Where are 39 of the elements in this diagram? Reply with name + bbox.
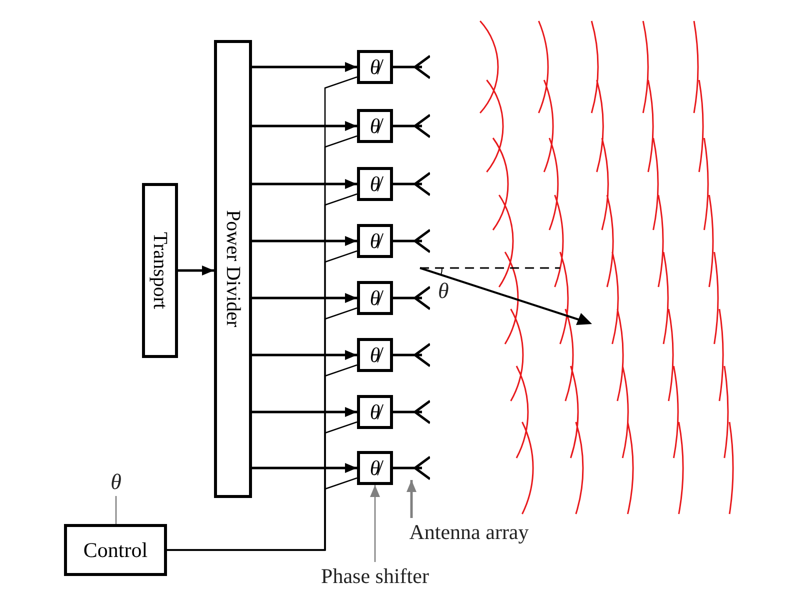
arrow bbox=[252, 407, 357, 417]
antenna-icon bbox=[393, 456, 430, 480]
angle-label: θ bbox=[438, 280, 449, 302]
block-box bbox=[214, 40, 252, 498]
arrow bbox=[252, 62, 357, 72]
phase-shifter-box bbox=[357, 50, 393, 84]
angle-symbol: θ bbox=[104, 468, 128, 496]
arrow bbox=[252, 121, 357, 131]
block-label: Control bbox=[83, 540, 148, 560]
antenna-icon bbox=[393, 172, 430, 196]
annotation-text: Antenna array bbox=[394, 518, 544, 546]
phase-shifter-box bbox=[357, 167, 393, 201]
antenna-icon bbox=[393, 55, 430, 79]
arrow bbox=[370, 485, 380, 562]
arrow bbox=[252, 463, 357, 473]
phase-shifter-box bbox=[357, 109, 393, 143]
arrow bbox=[406, 480, 416, 518]
block-label: Power Divider bbox=[223, 210, 243, 328]
phase-shifter-box bbox=[357, 395, 393, 429]
arrow bbox=[252, 179, 357, 189]
phase-shifter-box bbox=[357, 338, 393, 372]
connector-line bbox=[115, 496, 117, 524]
antenna-icon bbox=[393, 400, 430, 424]
antenna-icon bbox=[393, 343, 430, 367]
arrow bbox=[178, 266, 214, 276]
phase-shifter-box bbox=[357, 224, 393, 258]
block-label: Transport bbox=[150, 232, 170, 310]
antenna-icon bbox=[393, 114, 430, 138]
phase-shifter-box bbox=[357, 281, 393, 315]
arrow bbox=[252, 350, 357, 360]
arrow bbox=[252, 236, 357, 246]
phase-shifter-box bbox=[357, 451, 393, 485]
block-box bbox=[142, 183, 178, 358]
control-box bbox=[64, 524, 167, 576]
connector-line bbox=[167, 477, 358, 551]
antenna-icon bbox=[393, 286, 430, 310]
antenna-icon bbox=[393, 229, 430, 253]
annotation-text: Phase shifter bbox=[305, 562, 445, 590]
arrow bbox=[252, 293, 357, 303]
